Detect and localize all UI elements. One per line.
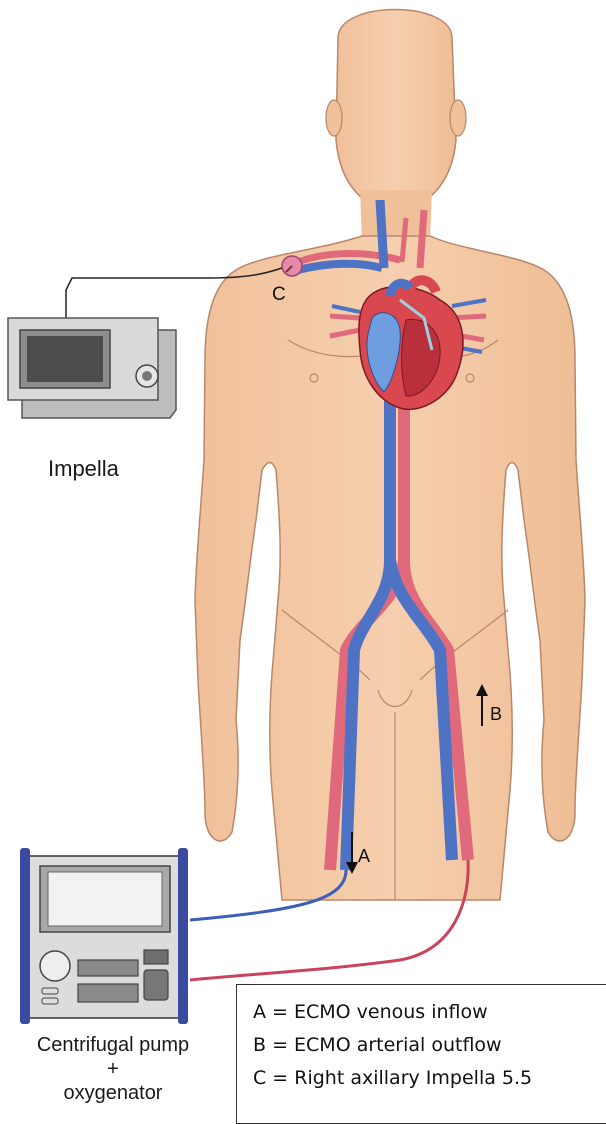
legend-item-b: B = ECMO arterial outflow <box>253 1034 606 1056</box>
legend-item-a: A = ECMO venous inflow <box>253 1001 606 1023</box>
ecmo-pump-console[interactable] <box>20 848 188 1024</box>
impella-site <box>282 256 302 276</box>
pump-label-line3: oxygenator <box>6 1081 220 1105</box>
marker-b: B <box>490 704 502 724</box>
marker-a: A <box>358 846 370 866</box>
impella-label: Impella <box>48 456 119 482</box>
impella-console[interactable] <box>8 318 176 418</box>
marker-c: C <box>272 284 286 305</box>
legend-box: A = ECMO venous inflow B = ECMO arterial… <box>236 984 606 1124</box>
pump-label-line1: Centrifugal pump <box>6 1033 220 1057</box>
legend-item-c: C = Right axillary Impella 5.5 <box>253 1067 606 1089</box>
pump-label: Centrifugal pump + oxygenator <box>6 1033 220 1105</box>
pump-label-line2: + <box>6 1057 220 1081</box>
